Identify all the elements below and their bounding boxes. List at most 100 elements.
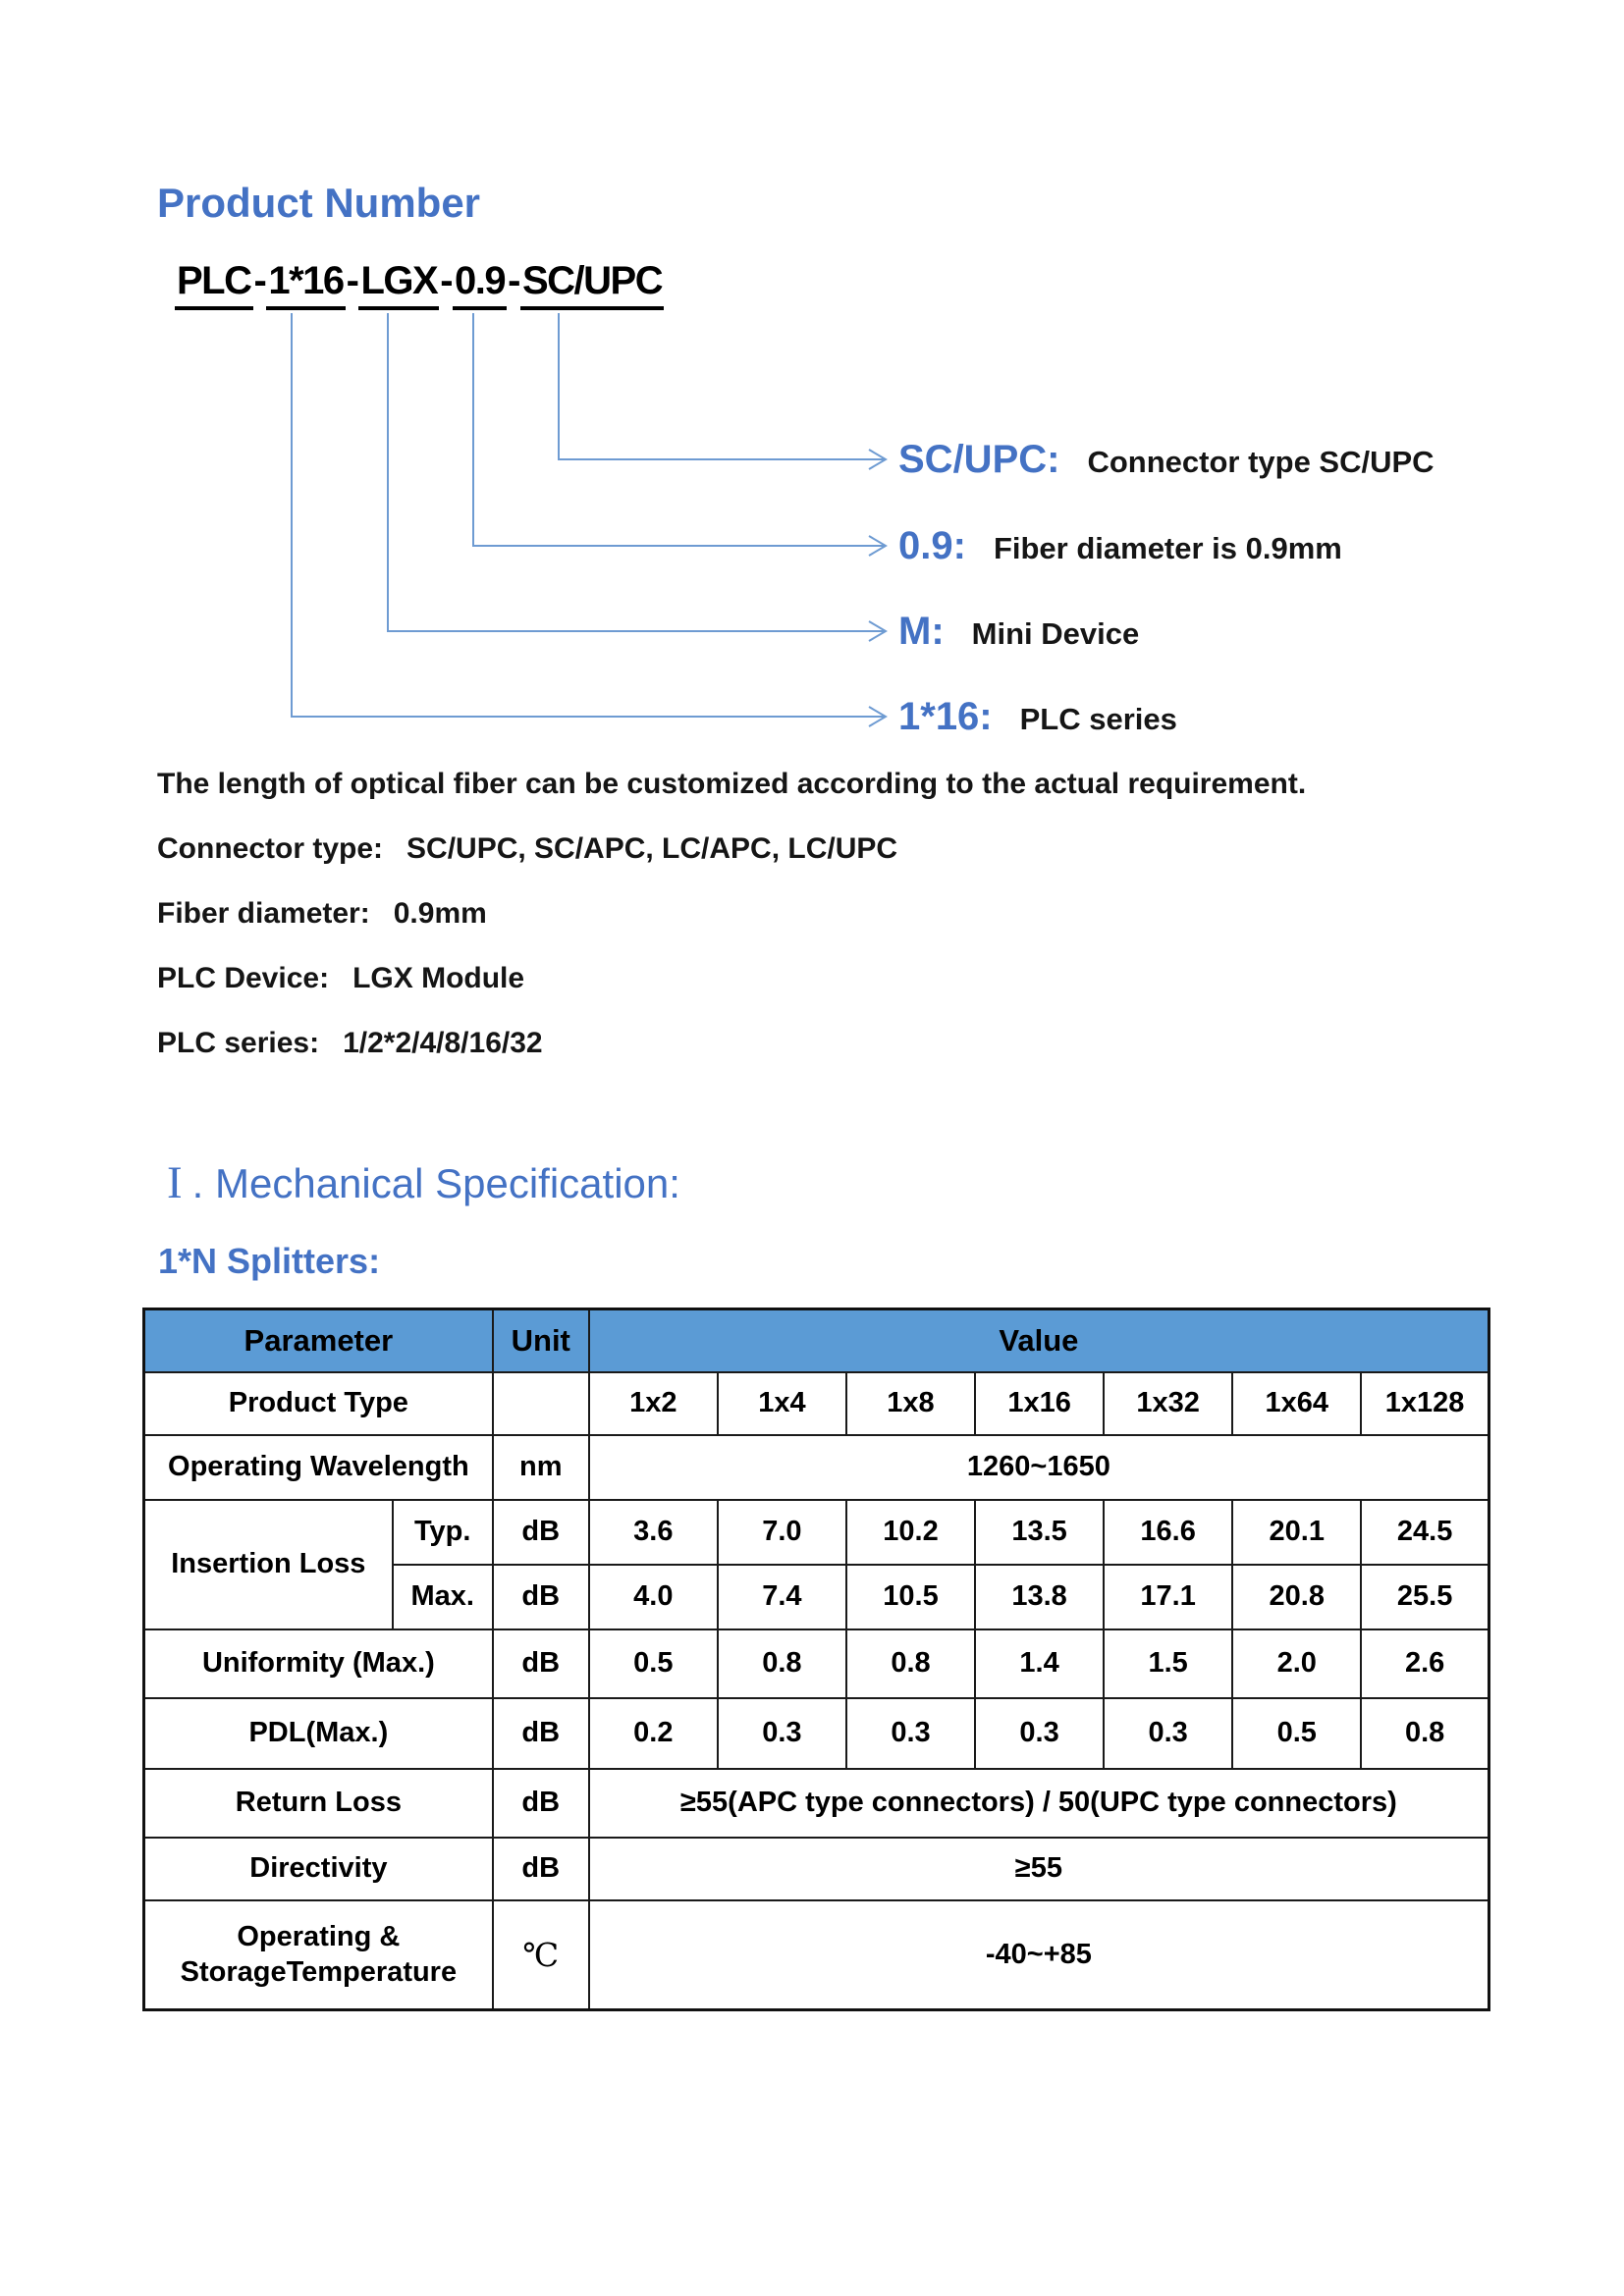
table-row-insertion-loss-typ: Insertion Loss Typ. dB 3.6 7.0 10.2 13.5… (142, 1498, 1490, 1630)
value-cell: 7.4 (716, 1563, 847, 1630)
param-insertion-loss-typ: Typ. (391, 1498, 494, 1566)
value-cell: 20.1 (1231, 1498, 1363, 1566)
value-cell: 1x32 (1103, 1370, 1234, 1436)
value-cell: 7.0 (716, 1498, 847, 1566)
value-cell: 1.5 (1103, 1628, 1234, 1699)
value-cell: 0.3 (844, 1696, 977, 1770)
value-cell: 1x128 (1360, 1370, 1490, 1436)
pn-separator: - (508, 259, 520, 302)
page-title: Product Number (157, 180, 481, 226)
table-row-directivity: Directivity dB ≥55 (142, 1836, 1490, 1901)
breakdown-desc: PLC series (1019, 702, 1177, 736)
spec-line-fiber-diameter: Fiber diameter: 0.9mm (157, 897, 487, 931)
breakdown-desc: Fiber diameter is 0.9mm (993, 531, 1342, 565)
spec-value: SC/UPC, SC/APC, LC/APC, LC/UPC (406, 832, 898, 865)
table-row-pdl: PDL(Max.) dB 0.2 0.3 0.3 0.3 0.3 0.5 0.8 (142, 1696, 1490, 1770)
value-cell: 4.0 (587, 1563, 719, 1630)
breakdown-desc: Connector type SC/UPC (1087, 445, 1435, 479)
breakdown-row: M: Mini Device (898, 610, 1139, 655)
breakdown-key: 1*16: (898, 695, 993, 738)
unit-return-loss: dB (491, 1767, 590, 1839)
value-cell: 2.6 (1360, 1628, 1490, 1699)
col-header-value: Value (587, 1308, 1490, 1373)
value-cell: 24.5 (1360, 1498, 1490, 1566)
pn-separator: - (346, 259, 359, 302)
subsection-heading: 1*N Splitters: (158, 1241, 381, 1281)
breakdown-row: 0.9: Fiber diameter is 0.9mm (898, 524, 1342, 569)
unit-product-type (491, 1370, 590, 1436)
unit-operating-wavelength: nm (491, 1433, 590, 1501)
spec-value: 0.9mm (393, 897, 487, 930)
unit-insertion-loss-typ: dB (491, 1498, 590, 1566)
value-cell: 0.8 (844, 1628, 977, 1699)
value-cell: 0.3 (974, 1696, 1106, 1770)
value-cell: 13.5 (974, 1498, 1106, 1566)
value-cell: 3.6 (587, 1498, 719, 1566)
value-cell: 25.5 (1360, 1563, 1490, 1630)
value-return-loss: ≥55(APC type connectors) / 50(UPC type c… (587, 1767, 1490, 1839)
breakdown-row: 1*16: PLC series (898, 695, 1177, 740)
section-title: . Mechanical Specification: (191, 1160, 680, 1206)
pn-separator: - (253, 259, 267, 302)
spec-value: 1/2*2/4/8/16/32 (343, 1027, 543, 1059)
spec-label: PLC Device: (157, 962, 330, 994)
unit-uniformity: dB (491, 1628, 590, 1699)
param-operating-wavelength: Operating Wavelength (142, 1433, 494, 1501)
breakdown-key: SC/UPC: (898, 438, 1060, 481)
spec-line-plc-series: PLC series:1/2*2/4/8/16/32 (157, 1027, 543, 1060)
product-number: PLC-1*16-LGX-0.9-SC/UPC (175, 259, 665, 310)
value-cell: 13.8 (974, 1563, 1106, 1630)
table-row-temperature: Operating & StorageTemperature ℃ -40~+85 (142, 1898, 1490, 2011)
value-cell: 0.2 (587, 1696, 719, 1770)
param-product-type: Product Type (142, 1370, 494, 1436)
value-cell: 0.5 (1231, 1696, 1363, 1770)
value-cell: 1.4 (974, 1628, 1106, 1699)
unit-pdl: dB (491, 1696, 590, 1770)
value-cell: 0.8 (716, 1628, 847, 1699)
param-temperature-line2: StorageTemperature (180, 1956, 458, 1989)
value-cell: 0.3 (716, 1696, 847, 1770)
spec-label: Fiber diameter: (157, 897, 370, 930)
value-cell: 0.8 (1360, 1696, 1490, 1770)
pn-segment: PLC (175, 259, 253, 310)
value-cell: 10.2 (844, 1498, 977, 1566)
intro-note: The length of optical fiber can be custo… (157, 768, 1307, 800)
unit-directivity: dB (491, 1836, 590, 1901)
param-insertion-loss: Insertion Loss (142, 1498, 394, 1630)
param-insertion-loss-max: Max. (391, 1563, 494, 1630)
celsius-symbol: ℃ (522, 1935, 560, 1974)
value-cell: 1x2 (587, 1370, 719, 1436)
value-cell: 1x8 (844, 1370, 977, 1436)
spec-table: Parameter Unit Value Product Type 1x2 1x… (142, 1308, 1490, 2011)
breakdown-row: SC/UPC: Connector type SC/UPC (898, 438, 1435, 483)
table-row-return-loss: Return Loss dB ≥55(APC type connectors) … (142, 1767, 1490, 1839)
value-cell: 20.8 (1231, 1563, 1363, 1630)
pn-segment: LGX (358, 259, 440, 310)
spec-line-connector-type: Connector type: SC/UPC, SC/APC, LC/APC, L… (157, 832, 897, 866)
section-heading: I. Mechanical Specification: (167, 1156, 680, 1209)
unit-temperature: ℃ (491, 1898, 590, 2011)
pn-separator: - (440, 259, 453, 302)
table-row-product-type: Product Type 1x2 1x4 1x8 1x16 1x32 1x64 … (142, 1370, 1490, 1436)
value-temperature: -40~+85 (587, 1898, 1490, 2011)
value-cell: 0.3 (1103, 1696, 1234, 1770)
breakdown-key: 0.9: (898, 524, 966, 567)
table-row-wavelength: Operating Wavelength nm 1260~1650 (142, 1433, 1490, 1501)
pn-segment: SC/UPC (519, 259, 665, 310)
unit-insertion-loss-max: dB (491, 1563, 590, 1630)
value-cell: 1x64 (1231, 1370, 1363, 1436)
spec-line-plc-device: PLC Device:LGX Module (157, 962, 524, 995)
table-row-insertion-loss-max: Max. dB 4.0 7.4 10.5 13.8 17.1 20.8 25.5 (144, 1563, 1490, 1630)
col-header-parameter: Parameter (142, 1308, 494, 1373)
value-cell: 1x4 (716, 1370, 847, 1436)
value-cell: 2.0 (1231, 1628, 1363, 1699)
param-uniformity: Uniformity (Max.) (142, 1628, 494, 1699)
value-cell: 17.1 (1103, 1563, 1234, 1630)
param-pdl: PDL(Max.) (142, 1696, 494, 1770)
value-cell: 0.5 (587, 1628, 719, 1699)
value-cell: 1x16 (974, 1370, 1106, 1436)
param-return-loss: Return Loss (142, 1767, 494, 1839)
spec-label: Connector type: (157, 832, 384, 865)
value-cell: 10.5 (844, 1563, 977, 1630)
